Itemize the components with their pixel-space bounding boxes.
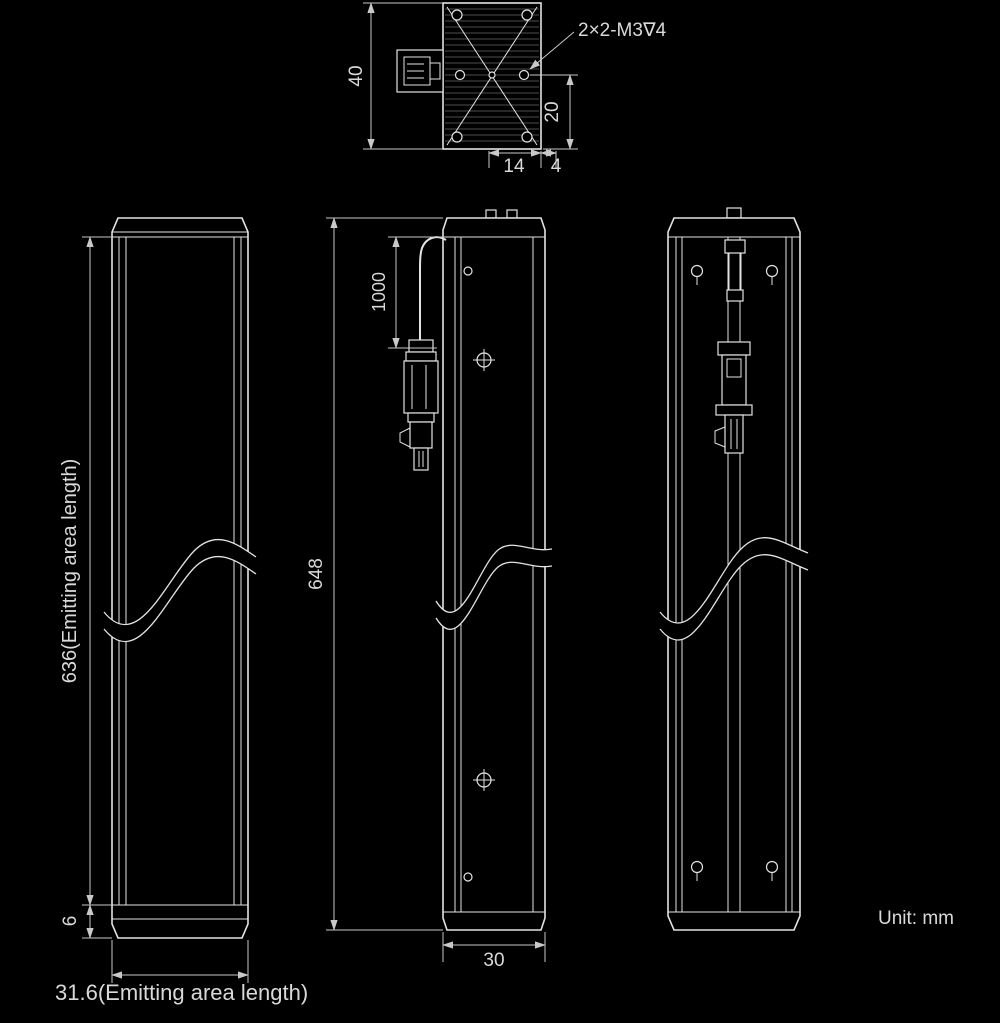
screw-bottom: [473, 769, 495, 791]
mounting-slot: [765, 264, 779, 285]
mounting-slot: [690, 860, 704, 881]
callout-tapped-holes: 2×2-M3∇4: [529, 20, 667, 70]
top-view: 40 20 14 4 2×2-M3∇4: [346, 2, 667, 177]
top-view-connector: [396, 49, 444, 93]
dim-label-4: 4: [551, 156, 562, 177]
dim-end-offset-6: 6: [60, 904, 112, 939]
cable-connector: [399, 339, 439, 471]
dim-top-hole-20: 20: [530, 74, 578, 150]
top-view-holes: [451, 9, 533, 143]
dim-emitting-length-636: 636(Emitting area length): [59, 236, 112, 906]
back-view-top-gland: [724, 239, 746, 302]
dim-label-648: 648: [306, 558, 327, 590]
m3-tapped-hole: [454, 69, 466, 81]
endcap-screw-hole: [451, 131, 463, 143]
dim-label-40: 40: [346, 65, 367, 86]
dim-cable-1000: 1000: [369, 236, 445, 349]
mounting-slot: [765, 860, 779, 881]
pilot-hole: [463, 266, 473, 276]
dim-label-1000: 1000: [369, 272, 389, 312]
center-hole: [488, 71, 496, 79]
mounting-slots: [690, 264, 779, 881]
m3-tapped-hole: [518, 69, 530, 81]
endcap-screw-hole: [521, 9, 533, 21]
front-view-break-line: [103, 539, 257, 643]
dim-label-636: 636(Emitting area length): [59, 459, 81, 684]
dim-top-height-40: 40: [346, 2, 443, 150]
pilot-hole: [463, 872, 473, 882]
side-view-body: [442, 217, 546, 931]
back-view-connector-bracket: [714, 341, 753, 454]
dim-depth-30: 30: [442, 932, 546, 971]
endcap-screw-hole: [451, 9, 463, 21]
cable: [419, 236, 447, 340]
top-tab: [726, 207, 742, 219]
front-view: 636(Emitting area length) 6 31.6(Emittin…: [55, 217, 308, 1005]
side-view: 1000 648 30: [306, 209, 553, 971]
dim-label-14: 14: [503, 156, 525, 177]
screw-top: [473, 349, 495, 371]
back-view: [659, 207, 809, 931]
back-view-break-line: [659, 537, 809, 641]
dim-total-648: 648: [306, 217, 443, 931]
unit-label: Unit: mm: [878, 908, 954, 929]
side-view-break-line: [435, 544, 553, 630]
dim-emitting-width-31-6: 31.6(Emitting area length): [55, 940, 308, 1005]
endcap-screw-hole: [521, 131, 533, 143]
top-view-fin-hatch: [445, 8, 539, 142]
callout-label: 2×2-M3∇4: [578, 20, 667, 41]
dim-label-6: 6: [60, 916, 81, 927]
side-view-extrusion-edges: [454, 237, 534, 912]
front-view-extrusion-edges: [118, 237, 242, 905]
top-tab: [485, 209, 497, 219]
mounting-slot: [690, 264, 704, 285]
top-tab: [506, 209, 518, 219]
dim-label-30: 30: [483, 950, 504, 971]
dim-label-31-6: 31.6(Emitting area length): [55, 980, 308, 1005]
dim-top-offset-4: 4: [540, 149, 562, 177]
dim-label-20: 20: [542, 101, 563, 122]
dim-top-width-14: 14: [488, 149, 542, 177]
